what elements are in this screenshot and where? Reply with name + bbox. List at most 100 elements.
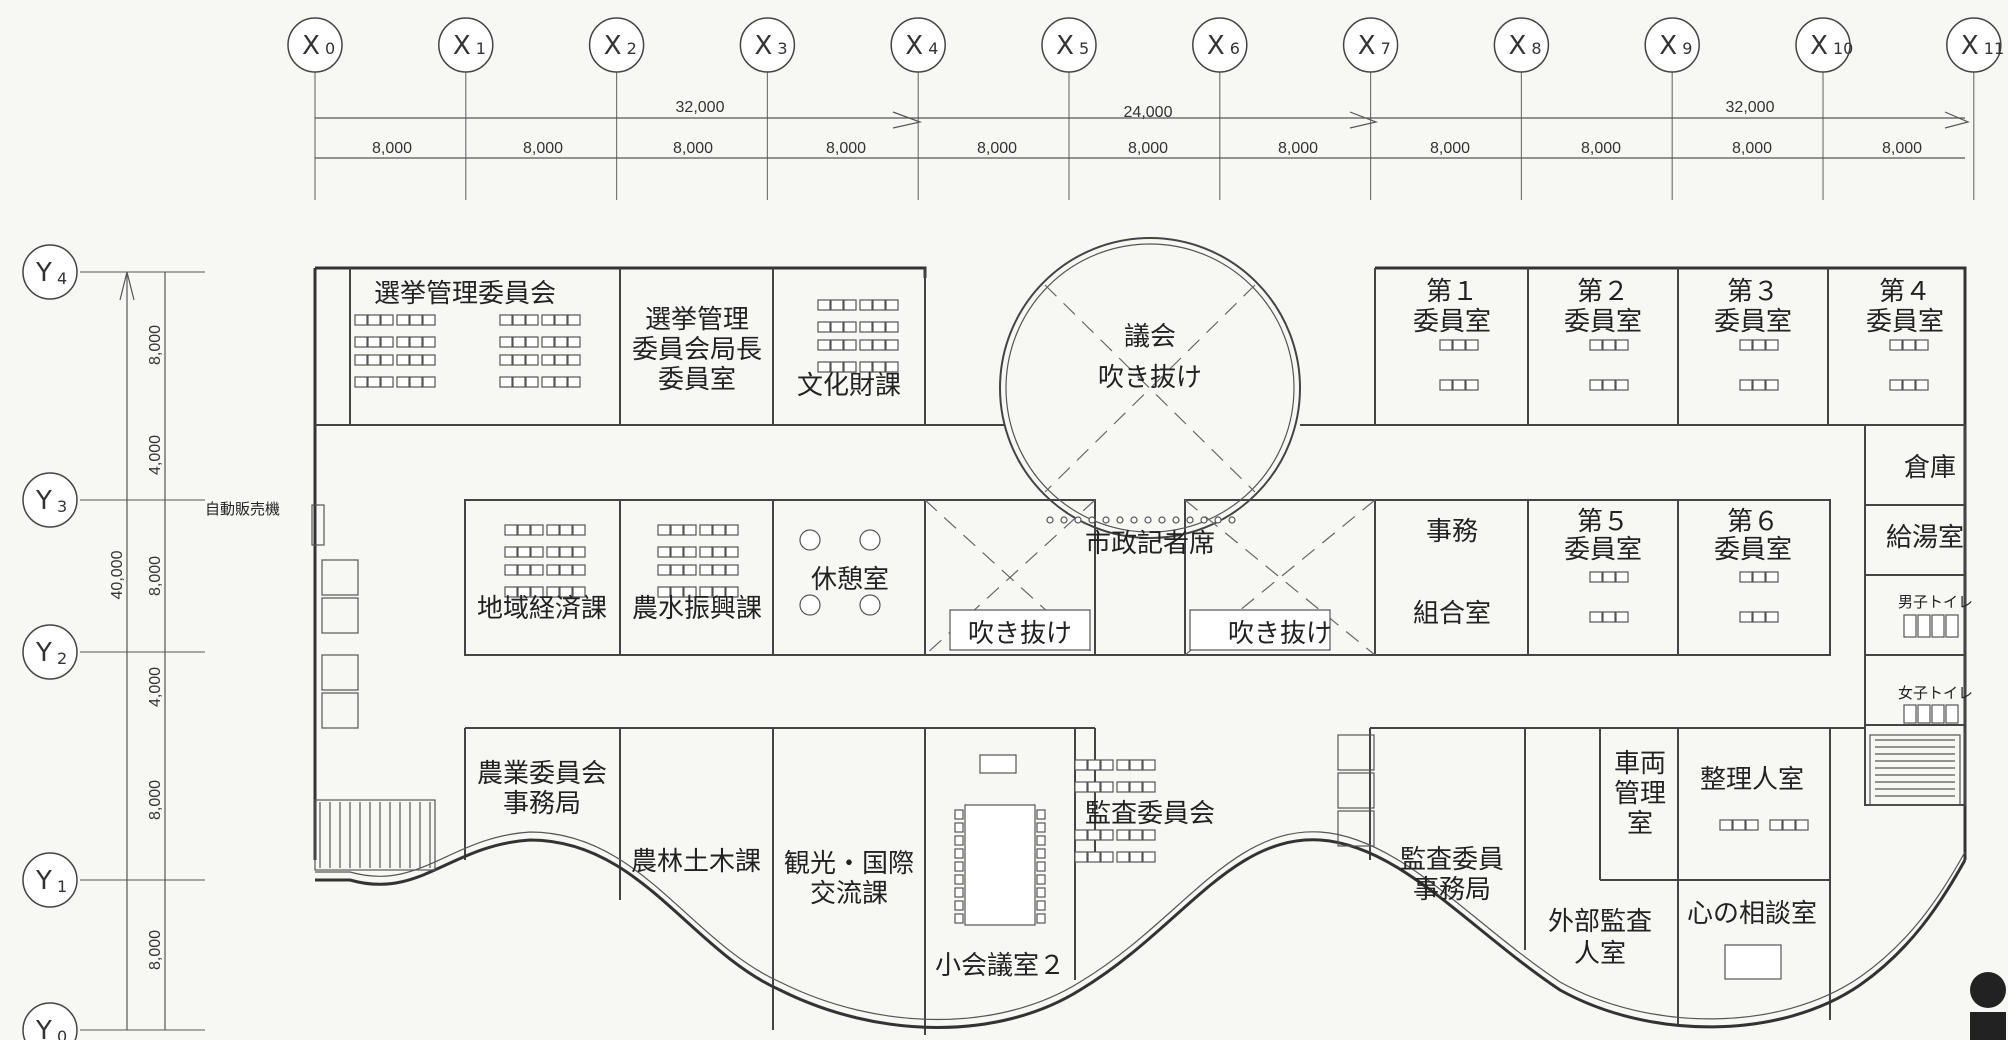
room-kansa: 監査委員会 bbox=[1085, 799, 1215, 829]
desk bbox=[1915, 339, 1929, 351]
desk bbox=[517, 586, 531, 598]
desk bbox=[554, 376, 568, 388]
chair bbox=[1036, 822, 1046, 833]
room-nousui: 農水振興課 bbox=[632, 594, 762, 624]
desk bbox=[1765, 571, 1779, 583]
room-gaibu: 人室 bbox=[1574, 939, 1626, 969]
desk bbox=[670, 586, 684, 598]
grid-x-sub: 2 bbox=[627, 39, 637, 58]
desk bbox=[512, 336, 526, 348]
room-kyuto: 給湯室 bbox=[1886, 523, 1964, 553]
room-chiiki: 地域経済課 bbox=[477, 594, 607, 624]
desk bbox=[567, 354, 581, 366]
desk bbox=[712, 546, 726, 558]
desk bbox=[422, 314, 436, 326]
reporter-seat bbox=[1214, 516, 1222, 524]
room-bunkazai: 文化財課 bbox=[797, 371, 901, 401]
desk bbox=[512, 376, 526, 388]
grid-x-sub: 8 bbox=[1531, 39, 1541, 58]
dim-x-span: 8,000 bbox=[372, 140, 412, 157]
desk bbox=[859, 361, 873, 373]
grid-x-label: X bbox=[604, 31, 622, 61]
y-dimension-labels: 8,000 4,000 8,000 4,000 8,000 8,000 40,0… bbox=[109, 325, 164, 970]
desk bbox=[683, 586, 697, 598]
desk bbox=[657, 524, 671, 536]
toilet-stall bbox=[1917, 704, 1931, 724]
accessibility-mark-icon bbox=[1970, 972, 2006, 1040]
chair bbox=[1036, 835, 1046, 846]
chair bbox=[954, 900, 964, 911]
atrium-voids bbox=[924, 499, 1376, 656]
elevators-left bbox=[311, 504, 359, 729]
desk bbox=[1732, 819, 1746, 831]
dim-x-span: 8,000 bbox=[673, 140, 713, 157]
desk bbox=[354, 354, 368, 366]
desk bbox=[530, 564, 544, 576]
toilet-stall bbox=[1931, 614, 1945, 638]
room-senkyo-head: 委員会局長 bbox=[632, 335, 762, 365]
desk bbox=[683, 546, 697, 558]
desk bbox=[1915, 379, 1929, 391]
room-sharyou: 管理 bbox=[1614, 779, 1666, 809]
room-jimu: 組合室 bbox=[1413, 599, 1491, 629]
desk bbox=[1615, 571, 1629, 583]
room-sharyou: 室 bbox=[1627, 809, 1653, 839]
desk bbox=[541, 314, 555, 326]
grid-x-sub: 5 bbox=[1079, 39, 1089, 58]
reporter-seat bbox=[1172, 516, 1180, 524]
room-fukinuke-right: 吹き抜け bbox=[1228, 619, 1332, 649]
room-iin4: 第４ bbox=[1879, 277, 1931, 307]
dim-y-half: 4,000 bbox=[147, 667, 164, 707]
dim-x-span: 8,000 bbox=[977, 140, 1017, 157]
room-gikai: 吹き抜け bbox=[1098, 363, 1202, 393]
desk bbox=[504, 586, 518, 598]
x-dimension-lines bbox=[315, 111, 1970, 159]
desk bbox=[670, 564, 684, 576]
desk bbox=[657, 564, 671, 576]
furniture bbox=[354, 299, 1959, 980]
desk bbox=[1452, 379, 1466, 391]
dim-x-span: 8,000 bbox=[1882, 140, 1922, 157]
desk bbox=[354, 336, 368, 348]
desk bbox=[1100, 759, 1114, 771]
grid-y-label: Y bbox=[35, 866, 52, 896]
dim-x-span: 8,000 bbox=[1732, 140, 1772, 157]
grid-x-sub: 0 bbox=[325, 39, 335, 58]
dim-x-group1: 32,000 bbox=[676, 99, 725, 116]
desk bbox=[1902, 339, 1916, 351]
desk bbox=[422, 336, 436, 348]
desk bbox=[1765, 339, 1779, 351]
reporter-seat bbox=[1144, 516, 1152, 524]
dim-y-span: 8,000 bbox=[147, 930, 164, 970]
dim-x-span: 8,000 bbox=[523, 140, 563, 157]
room-male-wc: 男子トイレ bbox=[1898, 593, 1973, 611]
grid-x-sub: 4 bbox=[928, 39, 938, 58]
desk bbox=[872, 339, 886, 351]
desk bbox=[1129, 781, 1143, 793]
grid-y-label: Y bbox=[35, 258, 52, 288]
room-iin1: 委員室 bbox=[1413, 307, 1491, 337]
desk bbox=[699, 586, 713, 598]
desk bbox=[396, 354, 410, 366]
reporter-seat bbox=[1186, 516, 1194, 524]
desk bbox=[1719, 819, 1733, 831]
desk bbox=[554, 314, 568, 326]
grid-x-label: X bbox=[1961, 31, 1979, 61]
room-iin2: 委員室 bbox=[1564, 307, 1642, 337]
desk bbox=[1465, 379, 1479, 391]
chair bbox=[954, 874, 964, 885]
desk bbox=[1902, 379, 1916, 391]
grid-x-sub: 7 bbox=[1381, 39, 1391, 58]
desk bbox=[422, 376, 436, 388]
desk bbox=[517, 564, 531, 576]
chair bbox=[954, 887, 964, 898]
desk bbox=[859, 299, 873, 311]
consult-table bbox=[1724, 944, 1782, 980]
label-vending: 自動販売機 bbox=[205, 500, 280, 518]
